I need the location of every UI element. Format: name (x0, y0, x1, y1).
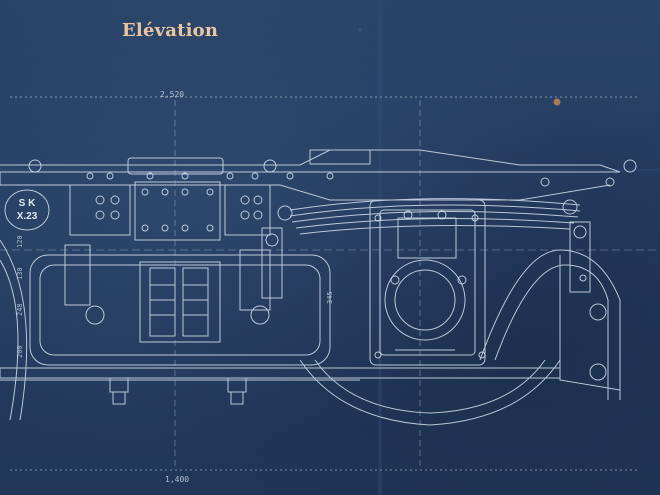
bottom-length-dimension: 1,400 (165, 475, 190, 484)
drawing-title: Elévation (122, 20, 219, 41)
top-length-dimension: 2,520 (160, 90, 185, 99)
stamp-line-2: X.23 (16, 211, 38, 222)
stamp-line-1: S K (18, 198, 36, 209)
